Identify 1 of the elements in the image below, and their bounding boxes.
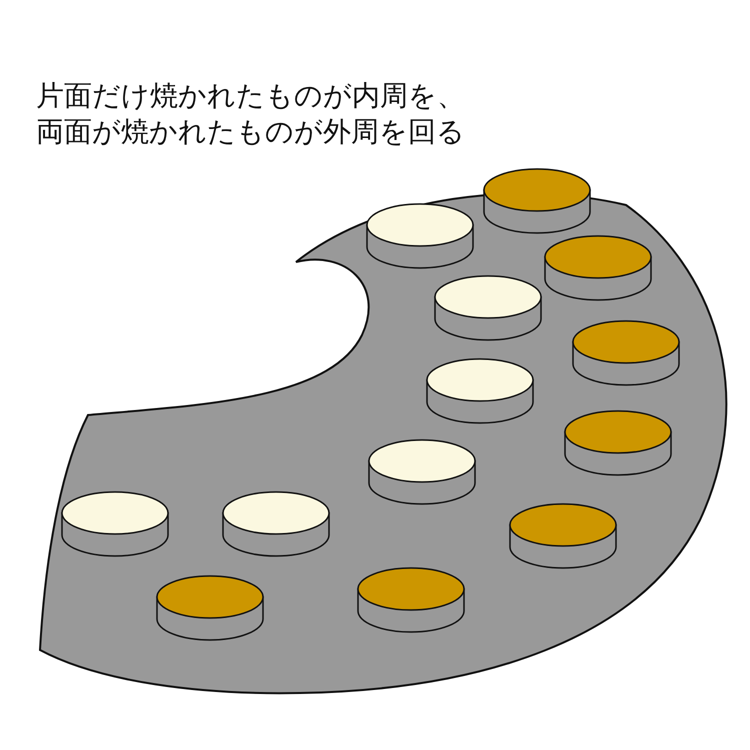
title-text: 片面だけ焼かれたものが内周を、両面が焼かれたものが外周を回る [36,78,466,150]
